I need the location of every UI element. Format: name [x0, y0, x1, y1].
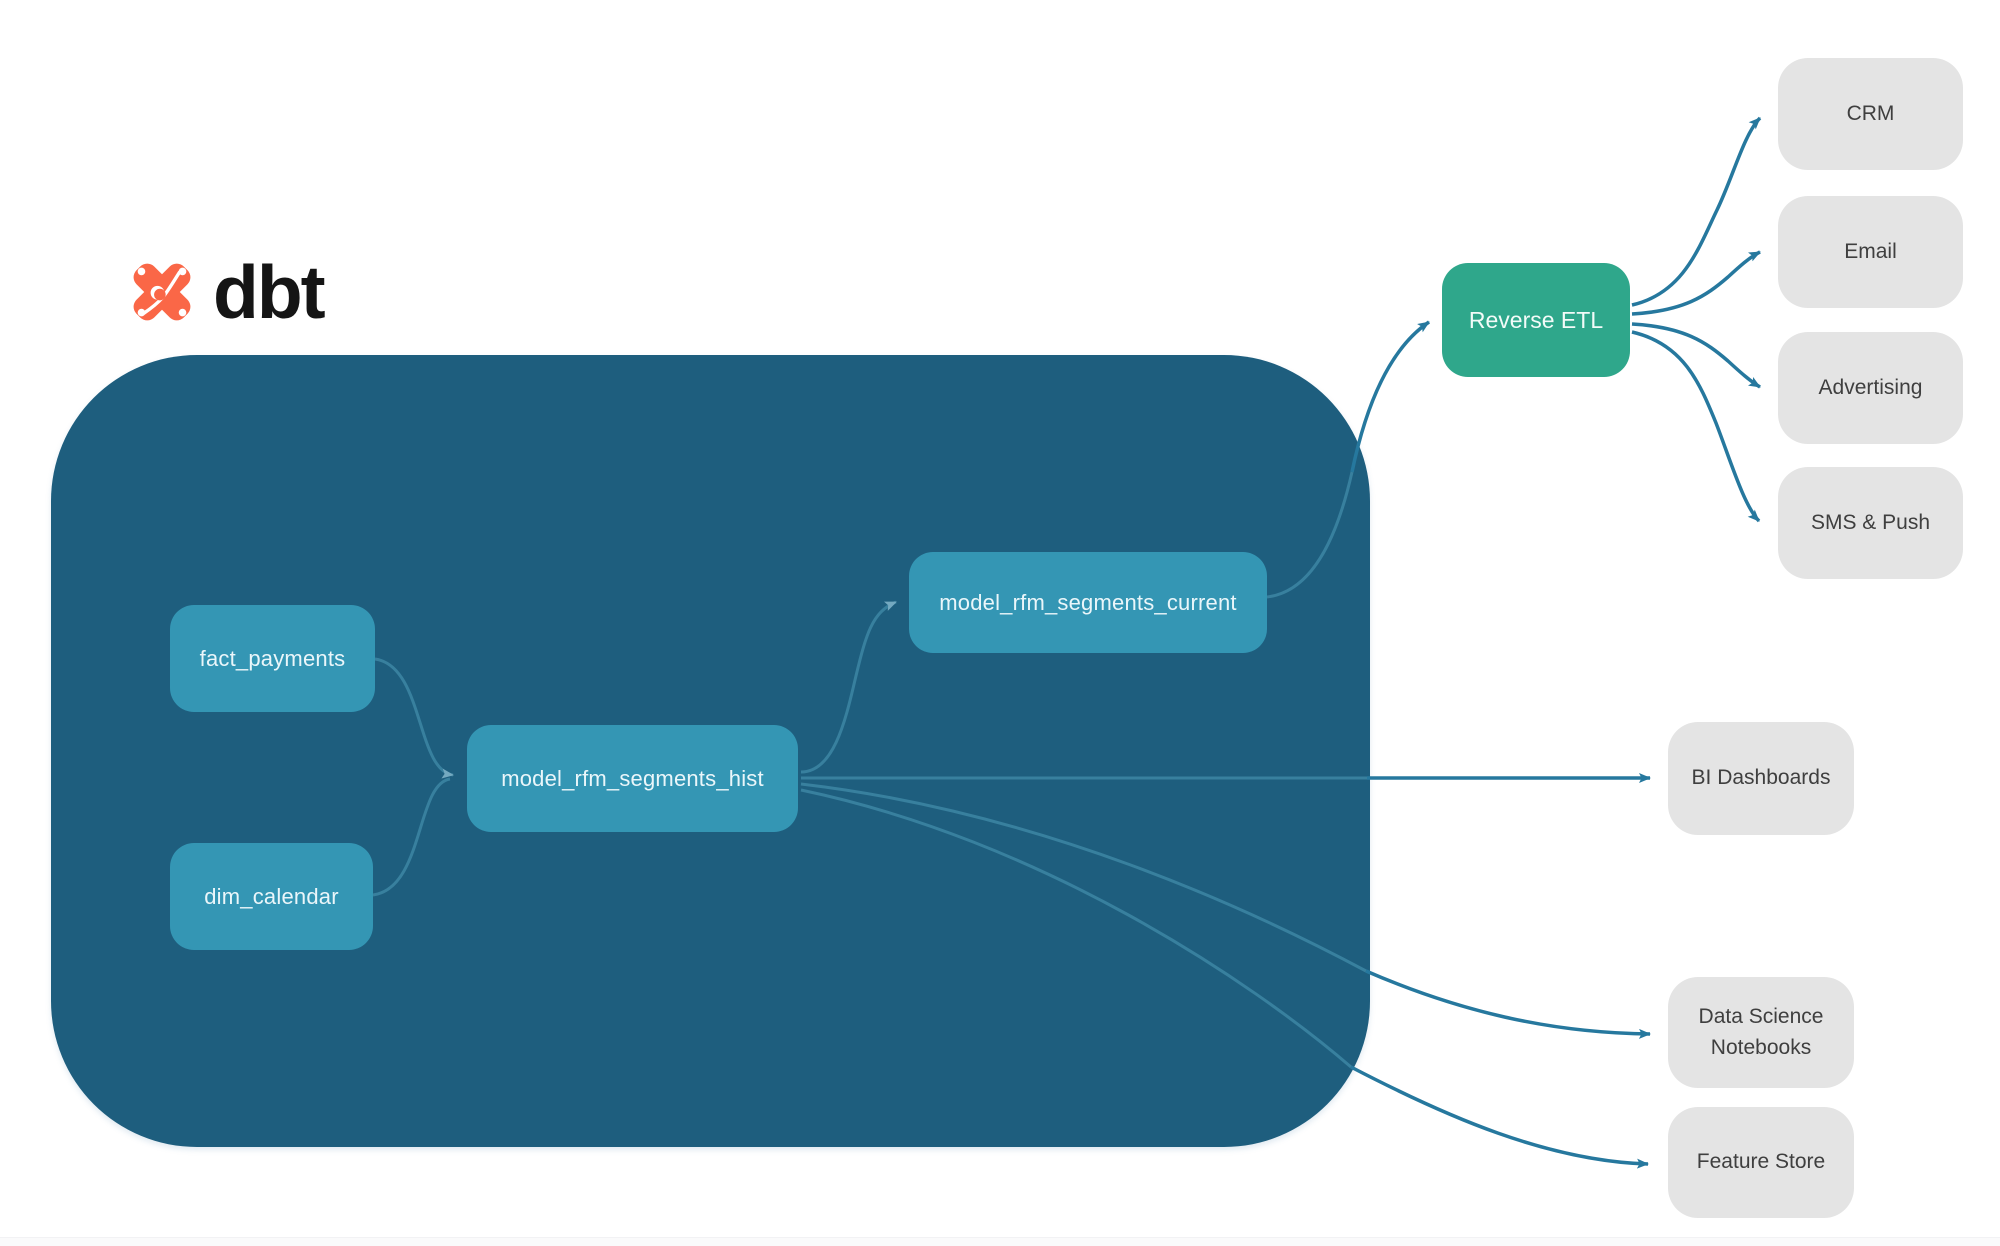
- page-bottom-edge: [0, 1237, 2000, 1246]
- dbt-wordmark: dbt: [213, 249, 326, 334]
- edge-hist-to-feature-store: [1350, 1065, 1649, 1169]
- node-sms-push[interactable]: SMS & Push: [1778, 467, 1963, 579]
- node-advertising[interactable]: Advertising: [1778, 332, 1963, 444]
- edge-etl-to-email: [1631, 250, 1761, 316]
- dbt-logo: dbt: [124, 249, 326, 334]
- edge-etl-to-sms-push: [1631, 330, 1761, 523]
- node-label: dim_calendar: [204, 883, 339, 909]
- dbt-logo-icon: [133, 263, 191, 321]
- node-label: Reverse ETL: [1468, 306, 1604, 333]
- node-email[interactable]: Email: [1778, 196, 1963, 308]
- node-crm[interactable]: CRM: [1778, 58, 1963, 170]
- edge-hist-to-ds-notebooks: [1365, 969, 1651, 1039]
- node-label: SMS & Push: [1810, 510, 1931, 534]
- node-bi-dashboards[interactable]: BI Dashboards: [1668, 722, 1854, 835]
- node-label: Email: [1844, 239, 1897, 263]
- node-label: model_rfm_segments_current: [939, 589, 1237, 615]
- node-label: CRM: [1846, 101, 1895, 125]
- node-label: BI Dashboards: [1691, 766, 1831, 790]
- node-feature-store[interactable]: Feature Store: [1668, 1107, 1854, 1218]
- node-model-rfm-segments-current[interactable]: model_rfm_segments_current: [909, 552, 1267, 653]
- edge-etl-to-crm: [1631, 116, 1762, 307]
- edge-etl-to-advertising: [1631, 322, 1761, 389]
- node-label: Advertising: [1818, 375, 1923, 399]
- node-label: Data Science Notebooks: [1698, 1005, 1824, 1059]
- node-label: fact_payments: [199, 645, 346, 671]
- node-data-science-notebooks[interactable]: Data Science Notebooks: [1668, 977, 1854, 1088]
- node-fact-payments[interactable]: fact_payments: [170, 605, 375, 712]
- node-label: model_rfm_segments_hist: [501, 765, 764, 791]
- node-dim-calendar[interactable]: dim_calendar: [170, 843, 373, 950]
- node-label: Feature Store: [1696, 1150, 1826, 1174]
- node-model-rfm-segments-hist[interactable]: model_rfm_segments_hist: [467, 725, 798, 832]
- node-reverse-etl[interactable]: Reverse ETL: [1442, 263, 1630, 377]
- edge-current-to-reverse-etl: [1350, 320, 1430, 473]
